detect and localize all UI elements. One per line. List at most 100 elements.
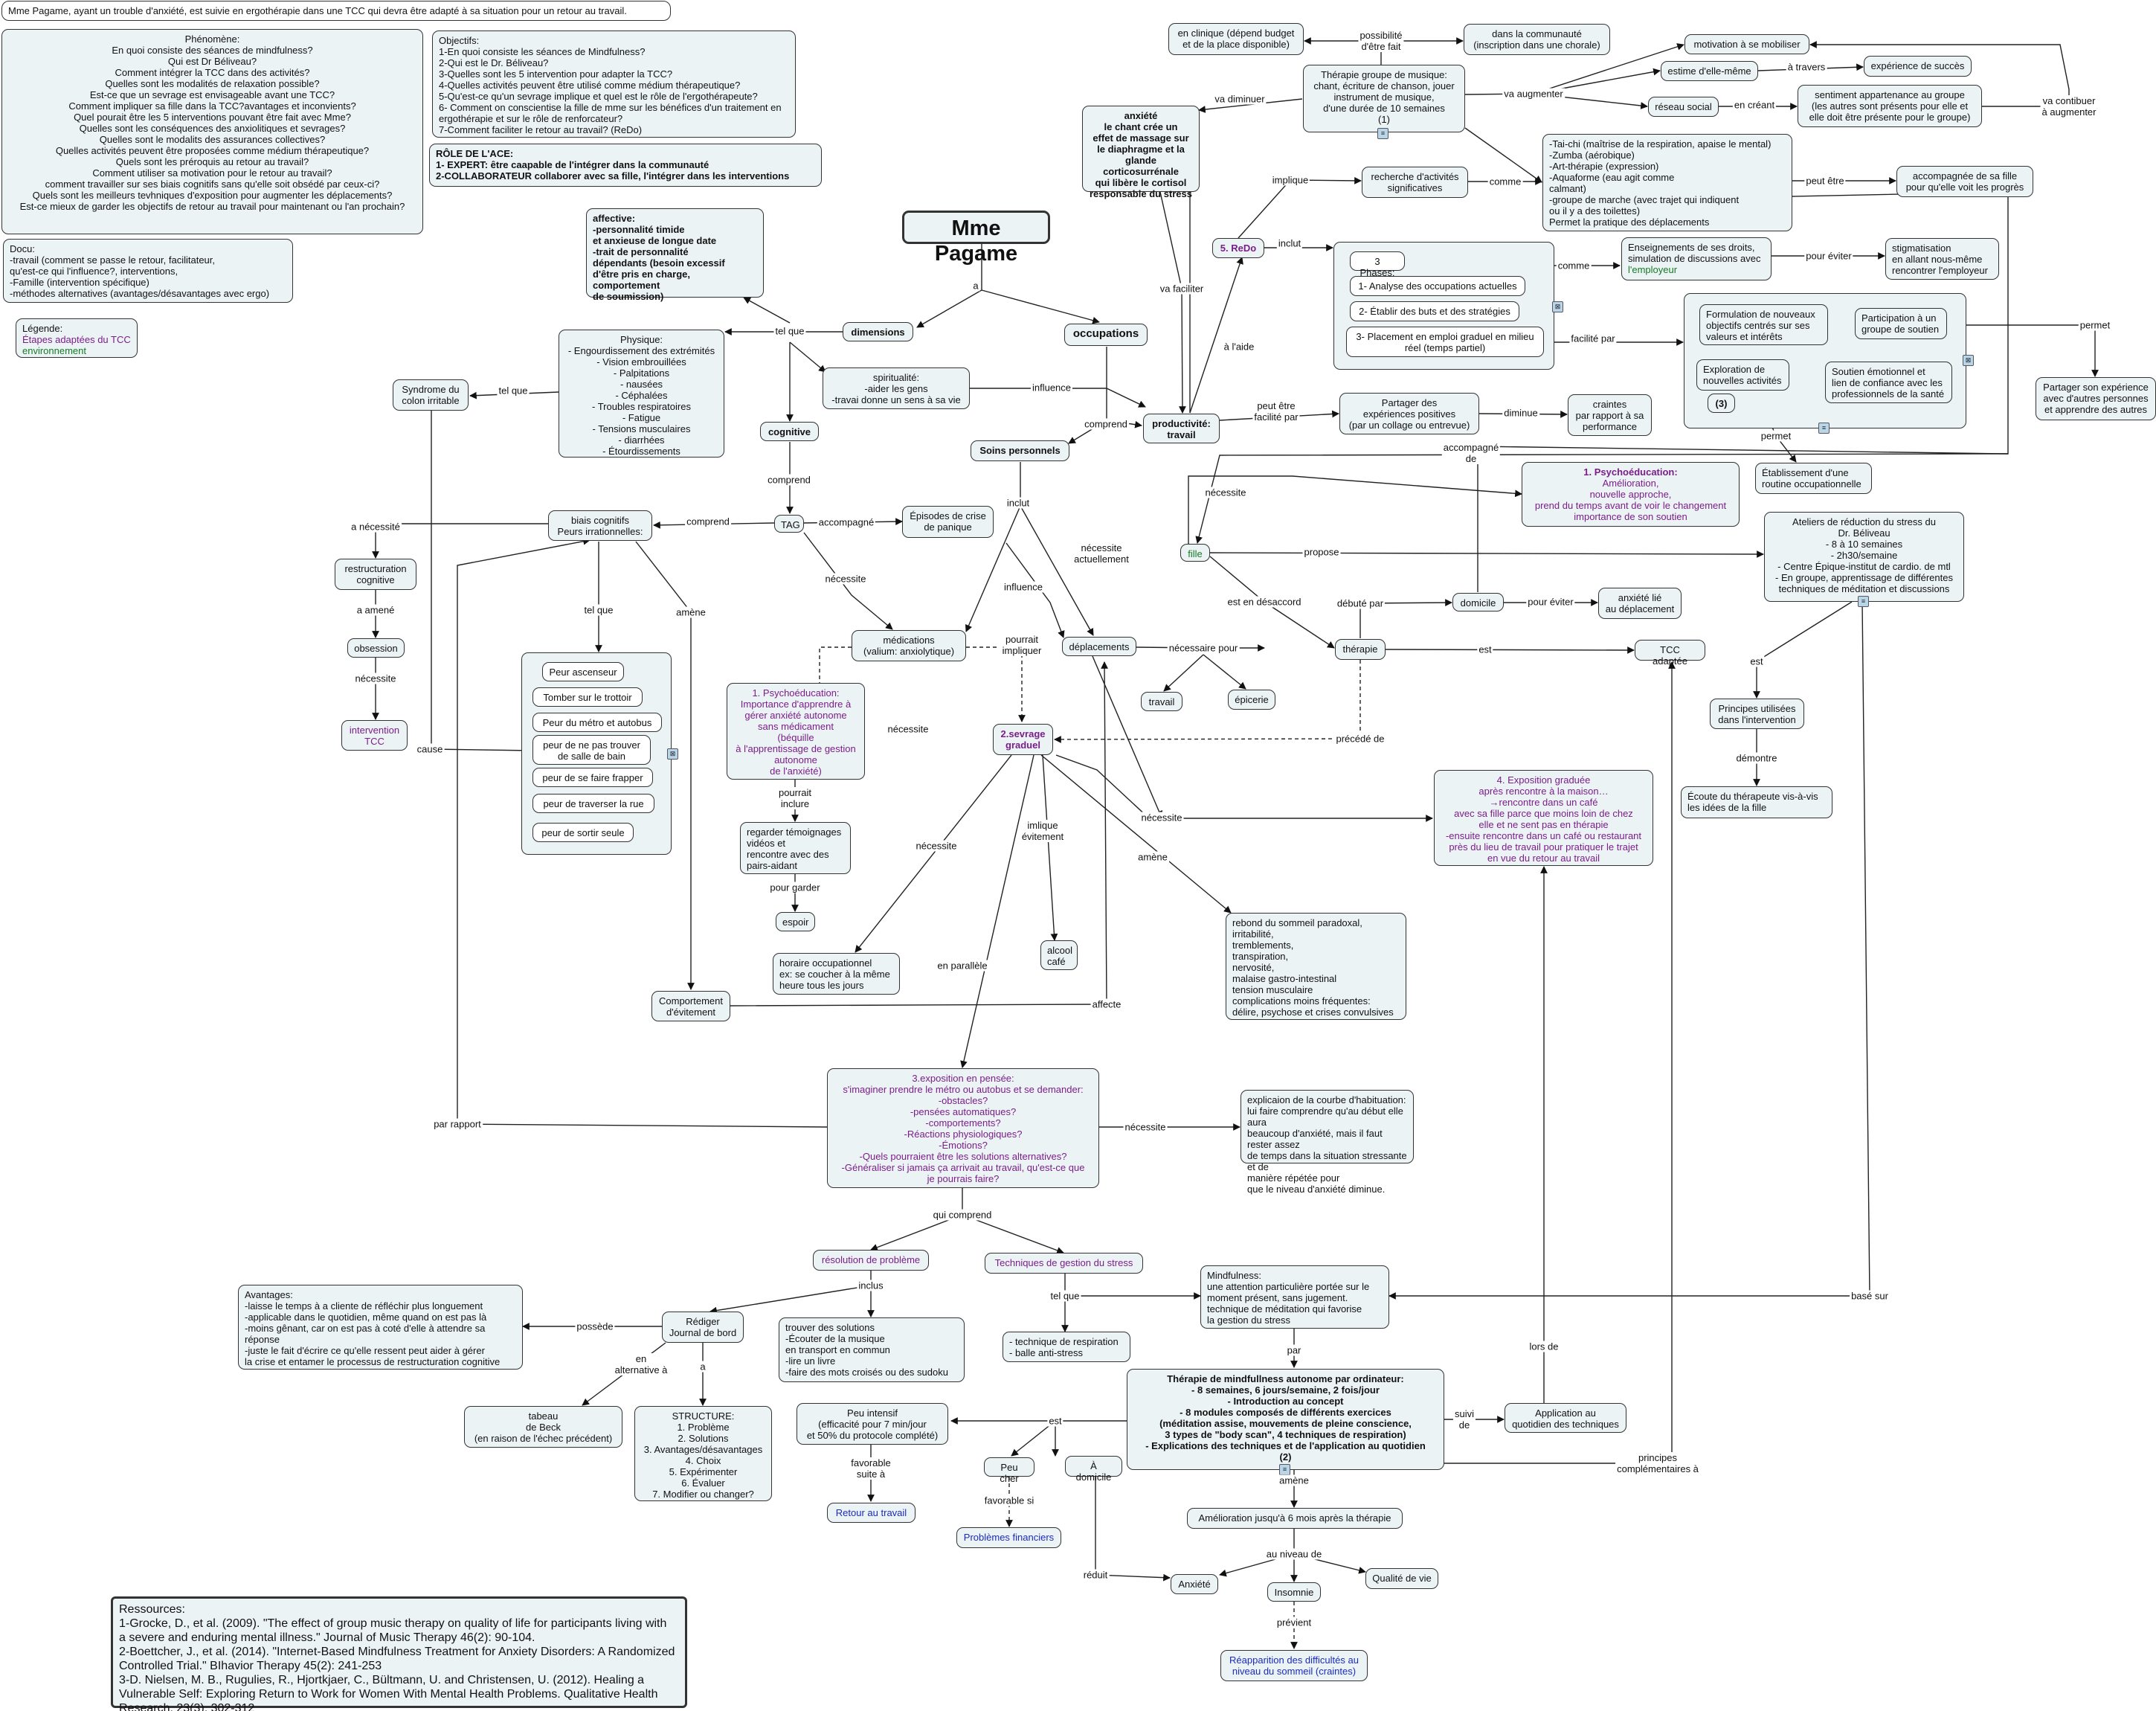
obsession-node[interactable]: obsession — [347, 638, 405, 658]
application-node[interactable]: Application au quotidien des techniques — [1505, 1403, 1626, 1433]
rebond-node[interactable]: rebond du sommeil paradoxal, irritabilit… — [1226, 913, 1406, 1020]
partager-node[interactable]: Partager son expérience avec d'autres pe… — [2036, 377, 2156, 420]
horaire-node[interactable]: horaire occupationnel ex: se coucher à l… — [773, 953, 900, 995]
principes-node[interactable]: Principes utilisées dans l'intervention — [1710, 699, 1804, 729]
travail-node[interactable]: travail — [1141, 692, 1182, 711]
avantages-node[interactable]: Avantages: -laisse le temps à a cliente … — [238, 1285, 523, 1370]
intro-node[interactable]: Mme Pagame, ayant un trouble d'anxiété, … — [1, 1, 671, 21]
domicile-node[interactable]: domicile — [1452, 593, 1504, 611]
peu-cher-node[interactable]: Peu cher — [984, 1457, 1034, 1484]
communaute-node[interactable]: dans la communauté (inscription dans une… — [1464, 24, 1610, 55]
soutien-node[interactable]: Soutien émotionnel et lien de confiance … — [1825, 362, 1952, 403]
respiration-node[interactable]: - technique de respiration - balle anti-… — [1003, 1332, 1130, 1362]
activites-node[interactable]: -Tai-chi (maîtrise de la respiration, ap… — [1542, 134, 1792, 231]
dimensions-node[interactable]: dimensions — [843, 322, 913, 341]
attachment-icon[interactable]: ≡ — [1279, 1464, 1290, 1475]
collapse-icon[interactable]: ⊠ — [1963, 355, 1974, 366]
exposition-graduee-node[interactable]: 4. Exposition graduée après rencontre à … — [1434, 770, 1653, 866]
intervention-tcc-node[interactable]: intervention TCC — [341, 720, 408, 751]
trois-node[interactable]: (3) — [1708, 394, 1735, 413]
alcool-cafe-node[interactable]: alcool café — [1040, 940, 1078, 970]
peur-sortir-seule[interactable]: peur de sortir seule — [532, 823, 634, 842]
peu-intensif-node[interactable]: Peu intensif (efficacité pour 7 min/jour… — [797, 1403, 948, 1445]
anxiete-chant-node[interactable]: anxiété le chant crée un effet de massag… — [1082, 106, 1200, 199]
accompagnee-node[interactable]: accompagnée de sa fille pour qu'elle voi… — [1896, 166, 2033, 197]
clinique-node[interactable]: en clinique (dépend budget et de la plac… — [1168, 23, 1304, 55]
redo-node[interactable]: 5. ReDo — [1212, 238, 1264, 258]
biais-node[interactable]: biais cognitifs Peurs irrationnelles: — [548, 510, 652, 541]
psychoeducation-gauche-node[interactable]: 1. Psychoéducation: Importance d'apprend… — [727, 683, 865, 780]
phase1-node[interactable]: 1- Analyse des occupations actuelles — [1350, 276, 1525, 296]
ressources-node[interactable]: Ressources: 1-Grocke, D., et al. (2009).… — [111, 1596, 687, 1711]
tag-node[interactable]: TAG — [774, 515, 804, 533]
phase3-node[interactable]: 3- Placement en emploi graduel en milieu… — [1346, 327, 1544, 357]
psychoeducation-droite-node[interactable]: 1. Psychoéducation:Amélioration, nouvell… — [1522, 462, 1740, 527]
peur-metro[interactable]: Peur du métro et autobus — [532, 713, 662, 732]
qualite-vie-node[interactable]: Qualité de vie — [1365, 1568, 1438, 1589]
peur-salle-de-bain[interactable]: peur de ne pas trouver de salle de bain — [532, 735, 651, 765]
techniques-stress-node[interactable]: Techniques de gestion du stress — [985, 1253, 1143, 1274]
espoir-node[interactable]: espoir — [776, 912, 815, 931]
phase2-node[interactable]: 2- Établir des buts et des stratégies — [1350, 301, 1519, 321]
problemes-financiers-node[interactable]: Problèmes financiers — [956, 1527, 1061, 1548]
productivite-node[interactable]: productivité: travail — [1143, 414, 1220, 443]
ecoute-node[interactable]: Écoute du thérapeute vis-à-vis les idées… — [1681, 786, 1832, 818]
formulation-node[interactable]: Formulation de nouveaux objectifs centré… — [1699, 304, 1828, 345]
musique-node[interactable]: Thérapie groupe de musique: chant, écrit… — [1303, 65, 1465, 132]
therapie-mindfulness-node[interactable]: Thérapie de mindfullness autonome par or… — [1127, 1369, 1444, 1470]
epicerie-node[interactable]: épicerie — [1228, 690, 1275, 710]
sentiment-node[interactable]: sentiment appartenance au groupe (les au… — [1798, 85, 1982, 127]
peur-traverser[interactable]: peur de traverser la rue — [532, 794, 654, 813]
enseignements-node[interactable]: Enseignements de ses droits, simulation … — [1621, 237, 1772, 280]
attachment-icon[interactable]: ≡ — [1377, 128, 1388, 139]
collapse-icon[interactable]: ⊠ — [667, 748, 678, 760]
syndrome-node[interactable]: Syndrome du colon irritable — [393, 379, 469, 411]
reseau-node[interactable]: réseau social — [1648, 97, 1719, 117]
tcc-adaptee-node[interactable]: TCC adaptée — [1635, 640, 1705, 667]
docu-node[interactable]: Docu: -travail (comment se passe le reto… — [3, 239, 293, 303]
anxiete-node[interactable]: Anxiété — [1171, 1574, 1218, 1594]
episodes-node[interactable]: Épisodes de crise de panique — [902, 506, 994, 538]
peur-ascenseur[interactable]: Peur ascenseur — [542, 662, 624, 681]
affective-node[interactable]: affective: -personnalité timide et anxie… — [586, 208, 764, 302]
anxiete-deplacement-node[interactable]: anxiété lié au déplacement — [1598, 588, 1682, 619]
solutions-node[interactable]: trouver des solutions -Écouter de la mus… — [779, 1317, 965, 1382]
comportement-node[interactable]: Comportement d'évitement — [651, 991, 730, 1021]
exposition-pensee-node[interactable]: 3.exposition en pensée: s'imaginer prend… — [827, 1068, 1099, 1188]
restructuration-node[interactable]: restructuration cognitive — [335, 559, 416, 590]
phases-title-node[interactable]: 3 Phases: — [1350, 251, 1405, 278]
experience-node[interactable]: expérience de succès — [1864, 56, 1972, 77]
peur-trottoir[interactable]: Tomber sur le trottoir — [532, 687, 643, 707]
attachment-icon[interactable]: ≡ — [1818, 423, 1830, 434]
courbe-node[interactable]: explicaion de la courbe d'habituation: l… — [1240, 1090, 1414, 1195]
mindfulness-node[interactable]: Mindfulness: une attention particulière … — [1200, 1265, 1389, 1329]
partager-experiences-node[interactable]: Partager des expériences positives (par … — [1339, 393, 1479, 434]
participation-node[interactable]: Participation à un groupe de soutien — [1855, 308, 1947, 339]
insomnie-node[interactable]: Insomnie — [1267, 1582, 1321, 1602]
deplacements-node[interactable]: déplacements — [1062, 637, 1136, 656]
phenomene-node[interactable]: Phénomène: En quoi consiste des séances … — [1, 29, 423, 234]
role-node[interactable]: RÔLE DE L'ACE: 1- EXPERT: être caapable … — [429, 144, 822, 187]
temoignages-node[interactable]: regarder témoignages vidéos et rencontre… — [740, 822, 851, 874]
motivation-node[interactable]: motivation à se mobiliser — [1684, 34, 1809, 54]
ateliers-node[interactable]: Ateliers de réduction du stress du Dr. B… — [1764, 512, 1964, 602]
cognitive-node[interactable]: cognitive — [760, 422, 819, 441]
peur-frapper[interactable]: peur de se faire frapper — [532, 768, 653, 787]
tableau-beck-node[interactable]: tabeau de Beck (en raison de l'échec pré… — [464, 1406, 622, 1448]
soins-personnels-node[interactable]: Soins personnels — [971, 440, 1069, 461]
stigmatisation-node[interactable]: stigmatisation en allant nous-même renco… — [1885, 238, 1999, 280]
collapse-icon[interactable]: ⊠ — [1552, 301, 1563, 312]
etablissement-node[interactable]: Établissement d'une routine occupationne… — [1755, 463, 1872, 494]
retour-travail-node[interactable]: Retour au travail — [827, 1503, 916, 1523]
physique-node[interactable]: Physique: - Engourdissement des extrémit… — [559, 330, 724, 458]
structure-node[interactable]: STRUCTURE: 1. Problème 2. Solutions 3. A… — [634, 1406, 772, 1501]
sevrage-node[interactable]: 2.sevrage graduel — [993, 724, 1053, 755]
objectifs-node[interactable]: Objectifs: 1-En quoi consiste les séance… — [432, 31, 796, 138]
journal-node[interactable]: Rédiger Journal de bord — [662, 1312, 744, 1343]
reapparition-node[interactable]: Réapparition des difficultés au niveau d… — [1220, 1650, 1368, 1681]
amelioration-node[interactable]: Amélioration jusqu'à 6 mois après la thé… — [1187, 1508, 1403, 1529]
occupations-node[interactable]: occupations — [1064, 324, 1148, 346]
recherche-node[interactable]: recherche d'activités significatives — [1362, 167, 1468, 198]
central-title[interactable]: Mme Pagame — [902, 211, 1050, 266]
medications-node[interactable]: médications (valium: anxiolytique) — [852, 630, 966, 661]
